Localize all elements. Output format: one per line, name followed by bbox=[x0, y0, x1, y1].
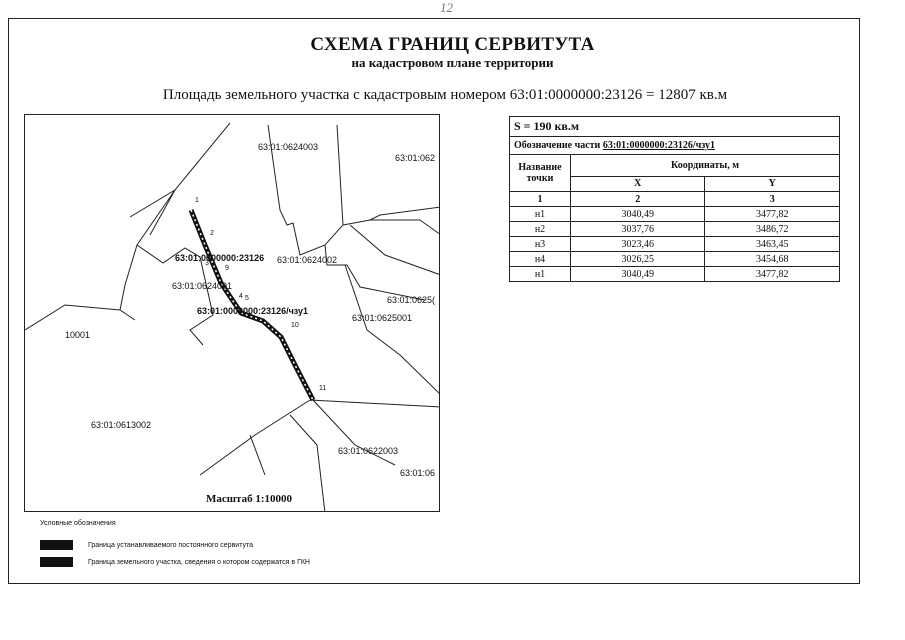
point-y: 3477,82 bbox=[704, 266, 840, 282]
map-scale: Масштаб 1:10000 bbox=[206, 493, 293, 505]
map-label-0624-right: 63:01:062⁣ bbox=[395, 153, 436, 163]
table-row: н2 3037,76 3486,72 bbox=[509, 221, 840, 237]
document-frame bbox=[8, 18, 860, 584]
servitude-strip bbox=[188, 209, 316, 402]
point-label-10: 10 bbox=[291, 322, 299, 329]
part-label: Обозначение части bbox=[514, 140, 601, 151]
point-y: 3477,82 bbox=[704, 206, 840, 222]
point-y: 3454,68 bbox=[704, 251, 840, 267]
legend-label-parcel: Граница земельного участка, сведения о к… bbox=[88, 559, 310, 566]
point-x: 3023,46 bbox=[569, 236, 706, 252]
cadastral-map: 63:01:0624003 63:01:062⁣ 63:01:0000000:2… bbox=[24, 114, 440, 512]
col-coordinates: Координаты, м bbox=[570, 154, 840, 177]
table-row: н1 3040,49 3477,82 bbox=[509, 266, 840, 282]
point-y: 3463,45 bbox=[704, 236, 840, 252]
point-label-3: 3 bbox=[205, 260, 209, 267]
point-label-2: 2 bbox=[210, 230, 214, 237]
parcel-area-line: Площадь земельного участка с кадастровым… bbox=[162, 87, 728, 103]
col-point-name: Название точки bbox=[509, 154, 571, 192]
map-drawing bbox=[25, 122, 439, 511]
servitude-strip-hatch bbox=[190, 209, 314, 401]
legend-swatch-servitude bbox=[40, 540, 73, 550]
col-num-3: 3 bbox=[704, 191, 840, 207]
table-row: н1 3040,49 3477,82 bbox=[509, 206, 840, 222]
point-label-5: 5 bbox=[245, 295, 249, 302]
page-number: 12 bbox=[440, 0, 453, 15]
point-x: 3040,49 bbox=[569, 266, 706, 282]
col-num-2: 2 bbox=[569, 191, 706, 207]
point-x: 3037,76 bbox=[569, 221, 706, 237]
table-row: н3 3023,46 3463,45 bbox=[509, 236, 840, 252]
document-title: СХЕМА ГРАНИЦ СЕРВИТУТА bbox=[310, 34, 595, 55]
map-label-servitude: 63:01:0000000:23126/чзу1 bbox=[197, 306, 309, 316]
map-label-main-parcel: 63:01:0000000:23126 bbox=[175, 253, 265, 263]
point-name: н1 bbox=[509, 206, 571, 222]
legend-label-servitude: Граница устанавливаемого постоянного сер… bbox=[88, 542, 254, 549]
map-label-0622003: 63:01:0622003 bbox=[338, 446, 399, 456]
point-name: н4 bbox=[509, 251, 571, 267]
point-label-11: 11 bbox=[319, 385, 327, 392]
map-label-01-06: 63:01:06 bbox=[400, 468, 436, 478]
map-label-0624001: 63:01:0624001 bbox=[172, 281, 233, 291]
point-x: 3026,25 bbox=[569, 251, 706, 267]
coordinates-table: S = 190 кв.м Обозначение части 63:01:000… bbox=[509, 116, 840, 282]
point-y: 3486,72 bbox=[704, 221, 840, 237]
col-y: Y bbox=[704, 175, 840, 193]
legend-swatch-parcel bbox=[40, 557, 73, 567]
map-label-0625-right: 63:01:0625( bbox=[387, 295, 436, 305]
document-subtitle: на кадастровом плане территории bbox=[351, 55, 554, 70]
servitude-area: S = 190 кв.м bbox=[509, 116, 840, 137]
map-label-10001: 10001 bbox=[65, 330, 91, 340]
point-name: н2 bbox=[509, 221, 571, 237]
map-label-0625001: 63:01:0625001 bbox=[352, 313, 413, 323]
point-label-4: 4 bbox=[239, 293, 243, 300]
map-label-0624003: 63:01:0624003 bbox=[258, 142, 319, 152]
point-label-1: 1 bbox=[195, 197, 199, 204]
parcel-boundaries bbox=[25, 122, 439, 511]
point-name: н1 bbox=[509, 266, 571, 282]
table-row: н4 3026,25 3454,68 bbox=[509, 251, 840, 267]
legend-title: Условные обозначения bbox=[40, 520, 116, 527]
map-label-0613002: 63:01:0613002 bbox=[91, 420, 152, 430]
col-num-1: 1 bbox=[509, 191, 571, 207]
map-label-0624002: 63:01:0624002 bbox=[277, 255, 338, 265]
part-value: 63:01:0000000:23126/чзу1 bbox=[602, 140, 716, 151]
col-x: X bbox=[569, 175, 706, 193]
point-name: н3 bbox=[509, 236, 571, 252]
point-x: 3040,49 bbox=[569, 206, 706, 222]
part-designation: Обозначение части 63:01:0000000:23126/чз… bbox=[509, 136, 840, 155]
point-label-9: 9 bbox=[225, 265, 229, 272]
